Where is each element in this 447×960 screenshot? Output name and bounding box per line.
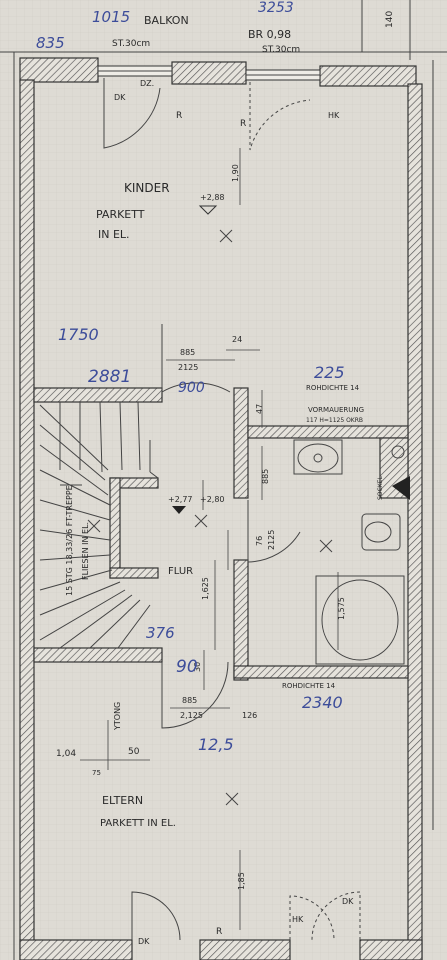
- label-ytong: YTONG: [113, 702, 122, 731]
- handwritten-notes: 1015 835 3253 1750 2881 900 225 376 90 2…: [36, 0, 345, 754]
- top-windows: [97, 65, 321, 151]
- label-75: 75: [92, 769, 101, 777]
- label-parkett-kinder-1: PARKETT: [96, 208, 145, 221]
- label-kinder: KINDER: [124, 181, 170, 195]
- label-2125-mid: 2125: [267, 530, 276, 550]
- label-dk-top: DK: [114, 93, 126, 102]
- note-3253: 3253: [258, 0, 294, 16]
- label-treppe-1: 15 STG 18,33/26 FT-TREPPE: [65, 485, 74, 596]
- staircase: [39, 401, 159, 649]
- label-hk-bot: HK: [292, 915, 304, 924]
- printed-labels: BALKON ST.30cm BR 0,98 ST.30cm 140 DK DZ…: [56, 11, 395, 946]
- label-dk-bot2: DK: [342, 897, 354, 906]
- label-balkon: BALKON: [144, 14, 189, 27]
- dimension-lines: [80, 148, 339, 930]
- label-1575: 1,575: [337, 597, 346, 620]
- label-eltern: ELTERN: [102, 794, 143, 807]
- label-parkett-eltern: PARKETT IN EL.: [100, 818, 176, 829]
- label-r-top2: R: [240, 119, 246, 129]
- label-r-bot: R: [216, 927, 222, 937]
- note-2881: 2881: [88, 367, 131, 387]
- label-lvl-280: +2,80: [200, 495, 225, 504]
- label-sockel: SOCKEL: [377, 476, 384, 500]
- interior-doors: [131, 324, 361, 941]
- label-30: 30: [193, 662, 202, 672]
- label-st30-left: ST.30cm: [112, 39, 150, 49]
- note-1750: 1750: [58, 325, 99, 344]
- label-76: 76: [255, 536, 264, 546]
- label-st30-right: ST.30cm: [262, 45, 300, 55]
- label-885-top: 885: [180, 348, 195, 357]
- label-r-top1: R: [176, 111, 182, 121]
- label-lvl-288: +2,88: [200, 193, 225, 202]
- note-2340: 2340: [302, 693, 343, 712]
- note-90: 90: [176, 657, 198, 677]
- label-lvl-277: +2,77: [168, 495, 193, 504]
- note-376: 376: [146, 624, 175, 642]
- label-rohdichte-bot: ROHDICHTE 14: [282, 682, 336, 690]
- label-190: 1,90: [231, 164, 240, 182]
- label-104: 1,04: [56, 749, 76, 759]
- label-140: 140: [385, 11, 395, 28]
- label-br: BR 0,98: [248, 28, 291, 41]
- label-vormauerung: VORMAUERUNG: [308, 406, 364, 414]
- label-vormauerung-2: 117 H=1125 OKRB: [306, 417, 363, 424]
- label-rohdichte-top: ROHDICHTE 14: [306, 384, 360, 392]
- note-225: 225: [314, 363, 345, 382]
- label-50: 50: [128, 747, 140, 757]
- interior-walls: [33, 387, 409, 681]
- level-markers: [172, 205, 218, 514]
- label-885-mid: 885: [261, 469, 270, 484]
- label-dz: DZ.: [140, 79, 154, 88]
- exterior-walls: [19, 57, 423, 960]
- note-125: 12,5: [198, 735, 234, 754]
- label-24: 24: [232, 335, 242, 344]
- label-treppe-2: FLIESEN IN EL.: [81, 522, 90, 580]
- label-126: 126: [242, 711, 257, 720]
- label-885-bot: 885: [182, 696, 197, 705]
- note-900: 900: [178, 380, 205, 396]
- note-835: 835: [36, 34, 65, 52]
- label-2125-bot: 2,125: [180, 711, 203, 720]
- label-1625: 1,625: [201, 577, 210, 600]
- label-parkett-kinder-2: IN EL.: [98, 228, 130, 241]
- label-flur: FLUR: [168, 566, 193, 577]
- label-47: 47: [255, 404, 264, 414]
- label-dk-bot: DK: [138, 937, 150, 946]
- note-1015: 1015: [92, 8, 130, 26]
- label-185: 1,85: [237, 872, 246, 890]
- label-hk-top: HK: [328, 111, 340, 120]
- bath-fixtures: [293, 439, 410, 665]
- ceiling-marks: [87, 229, 333, 806]
- label-2125-top: 2125: [178, 363, 198, 372]
